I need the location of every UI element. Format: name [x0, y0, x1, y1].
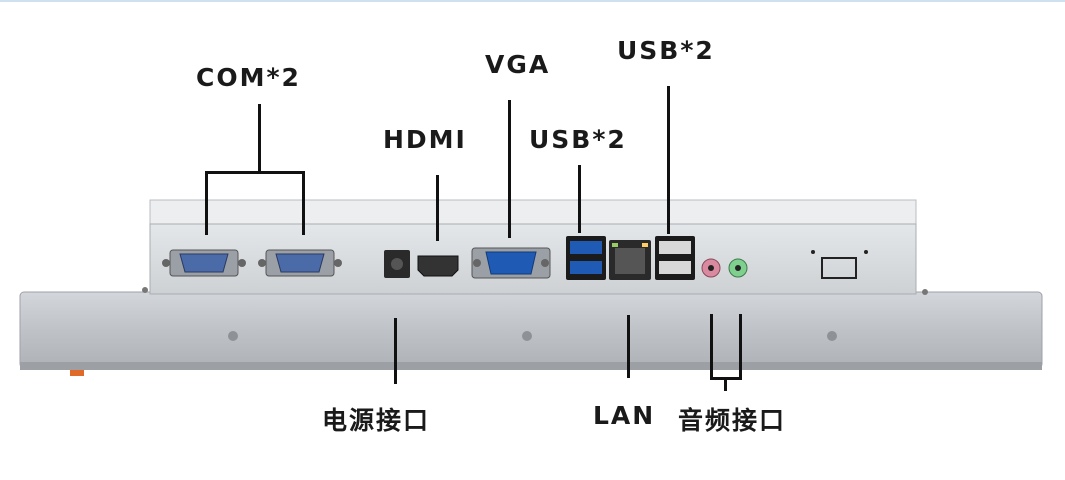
- audio-label: 音频接口: [678, 406, 787, 435]
- usb3-port-icon: [566, 236, 606, 280]
- audio-leader-line: [739, 314, 742, 379]
- front-bezel: [19, 291, 1043, 376]
- com-port-icon: [258, 249, 342, 277]
- com-leader-line: [205, 171, 305, 174]
- hdmi-label: HDMI: [383, 125, 467, 154]
- rear-enclosure: [149, 199, 917, 295]
- lan-port-icon: [609, 240, 651, 280]
- top-divider: [0, 0, 1065, 2]
- audio-jack-icon: [701, 258, 748, 278]
- power-label: 电源接口: [322, 406, 431, 435]
- vga-leader-line: [508, 100, 511, 238]
- com-port-icon: [162, 249, 246, 277]
- com-leader-line: [205, 171, 208, 235]
- switch-icon: [811, 250, 868, 279]
- usb-mid-label: USB*2: [529, 125, 627, 154]
- com-leader-line: [302, 171, 305, 235]
- com-label: COM*2: [196, 63, 301, 92]
- vga-port-icon: [471, 247, 551, 279]
- usb-leader-line: [667, 86, 670, 234]
- power-leader-line: [394, 318, 397, 384]
- lan-label: LAN: [593, 401, 656, 430]
- power-jack-icon: [384, 250, 410, 278]
- com-leader-line: [258, 104, 261, 172]
- vga-label: VGA: [485, 50, 551, 79]
- audio-leader-line: [724, 377, 727, 391]
- usb2-port-icon: [655, 236, 695, 280]
- lan-leader-line: [627, 315, 630, 378]
- usb-top-label: USB*2: [617, 36, 715, 65]
- usb-leader-line: [578, 165, 581, 233]
- screw-icon: [142, 287, 928, 341]
- audio-leader-line: [710, 314, 713, 379]
- hdmi-leader-line: [436, 175, 439, 241]
- hdmi-port-icon: [417, 255, 459, 277]
